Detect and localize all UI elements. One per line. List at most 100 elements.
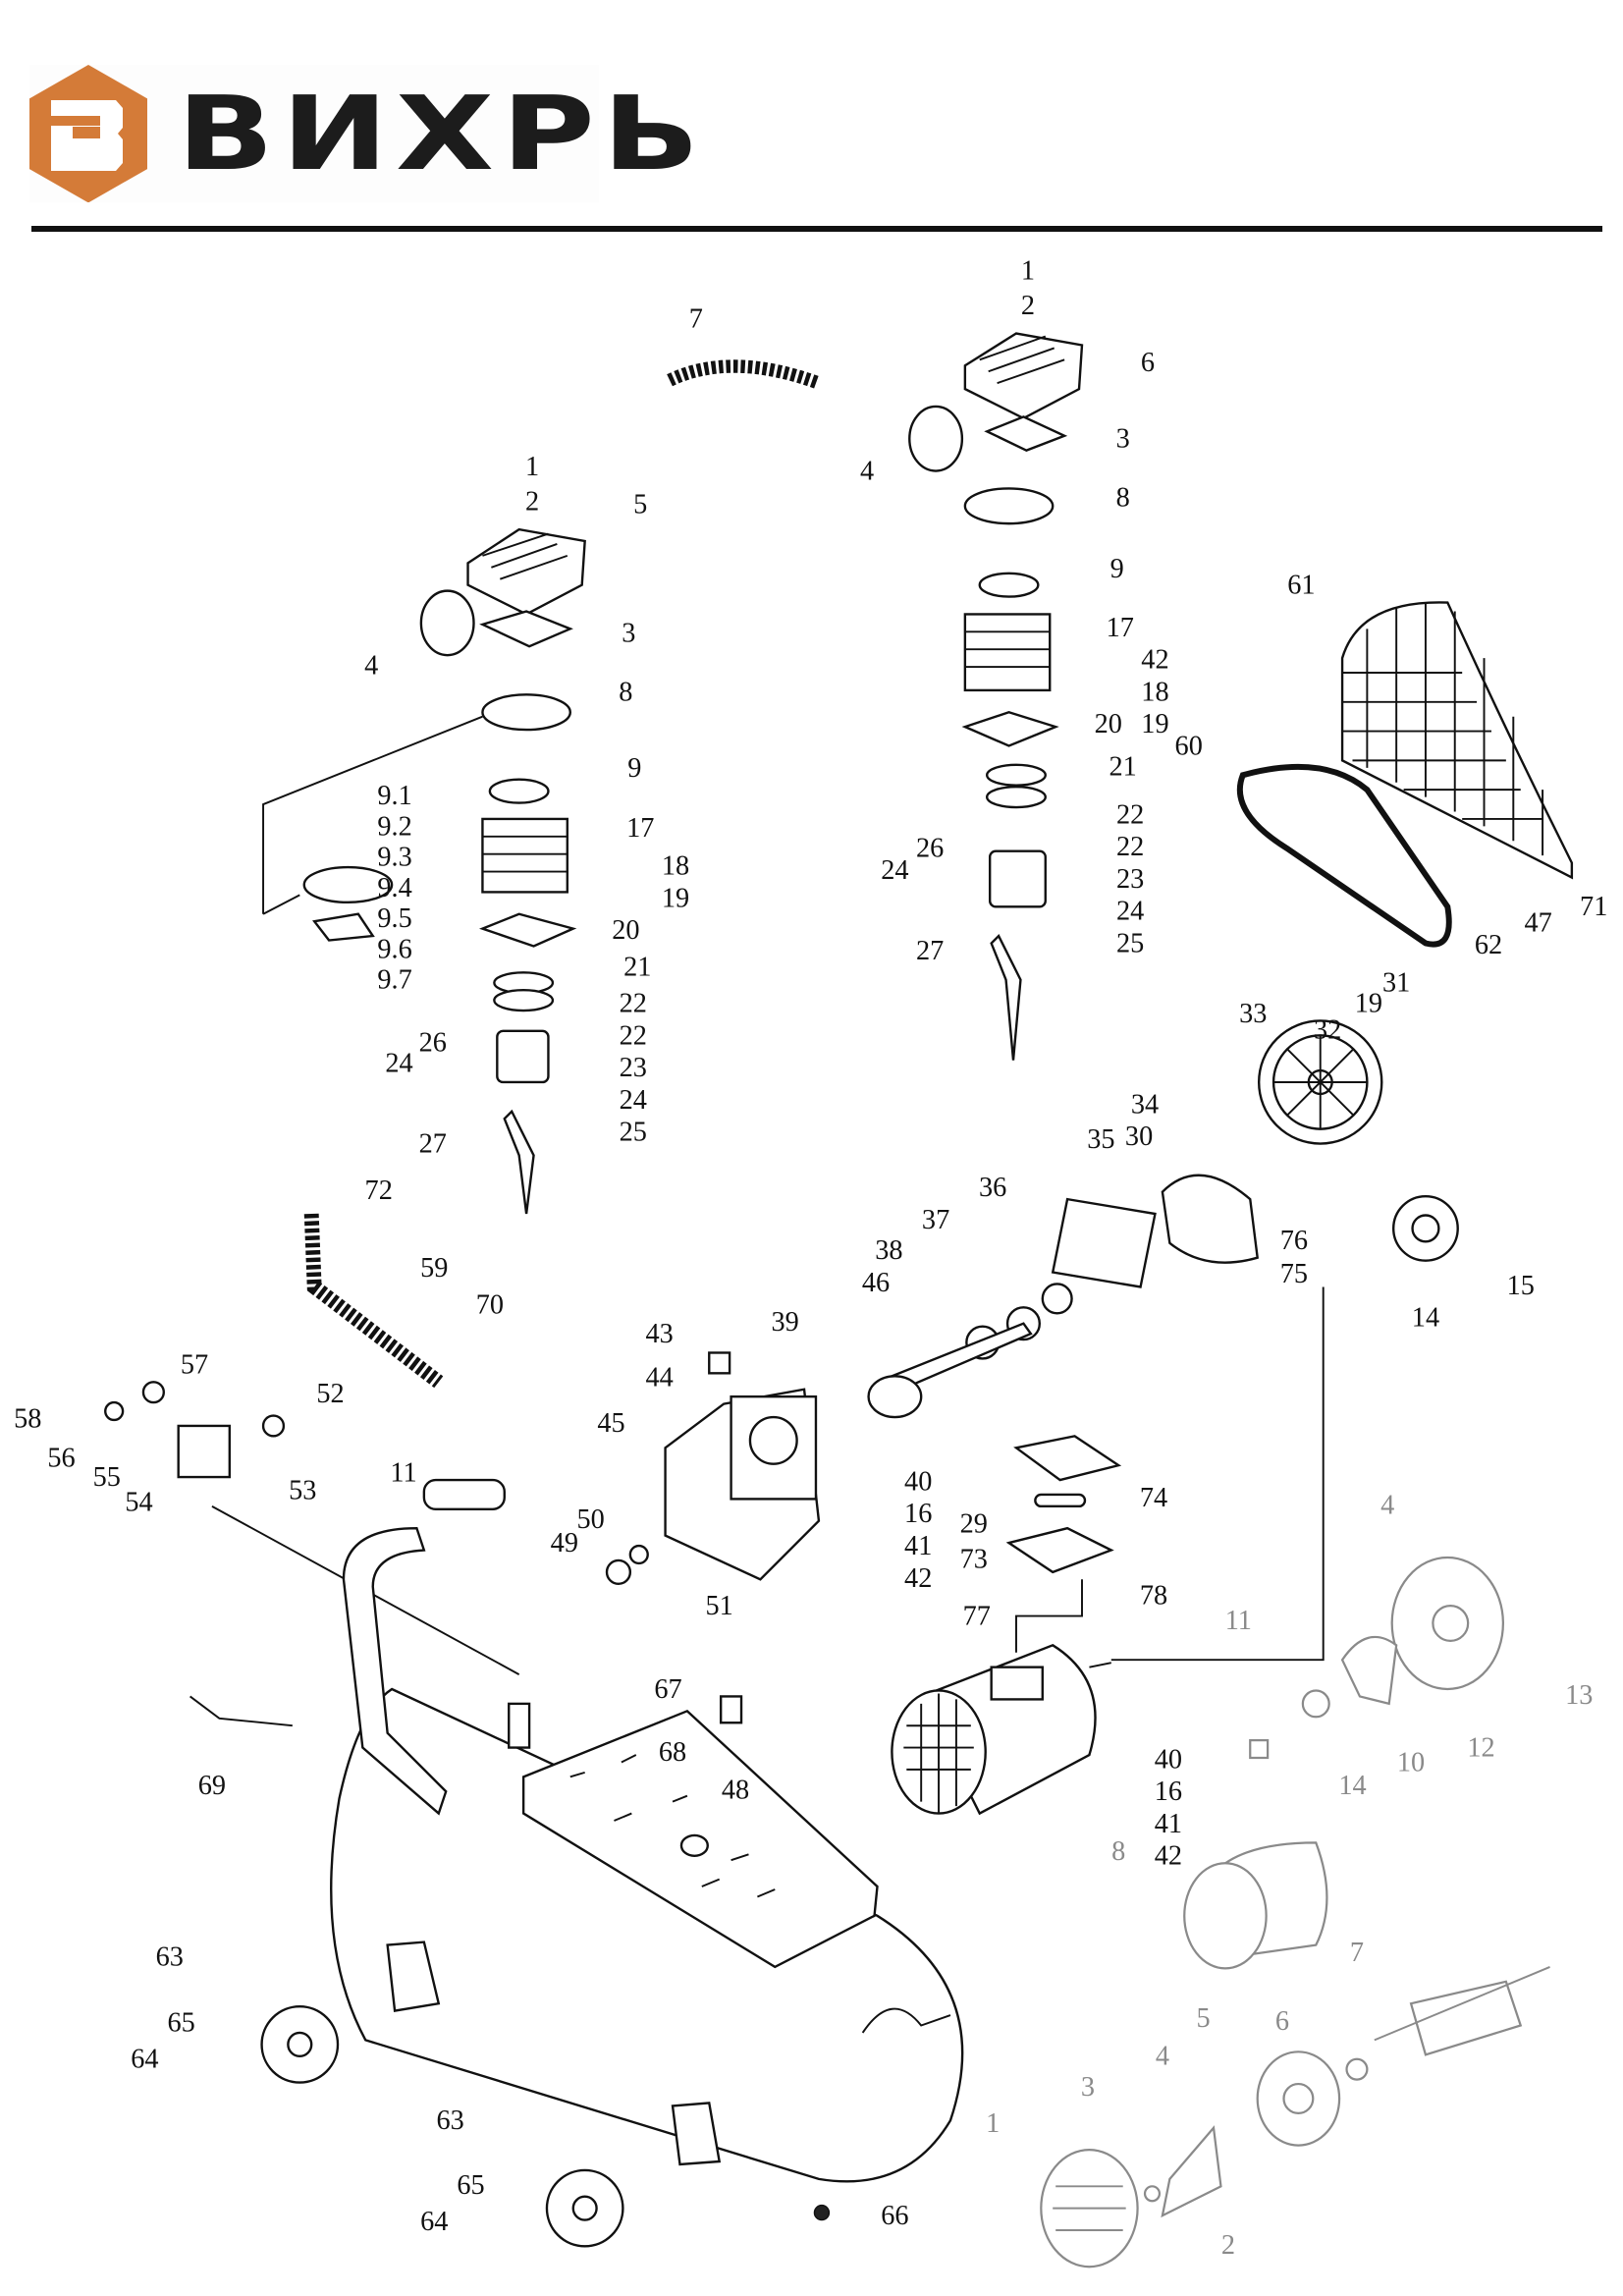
pressure-switch (104, 1381, 520, 1675)
part-number-label: 42 (1141, 645, 1168, 676)
part-number-label: 55 (93, 1462, 121, 1493)
cylinder-head-left (262, 527, 586, 1215)
electric-motor (891, 1643, 1111, 1816)
cylinder-head-right (908, 332, 1084, 1061)
part-number-label: 41 (904, 1531, 932, 1561)
part-number-label: 9.5 (377, 903, 411, 934)
part-number-label: 27 (419, 1128, 447, 1159)
part-number-label: 71 (1580, 892, 1607, 922)
air-receiver-tank (189, 1526, 964, 2248)
part-number-label: 53 (289, 1475, 316, 1505)
part-number-label: 61 (1287, 571, 1315, 601)
part-number-label: 49 (551, 1528, 578, 1558)
motor-part-number-label: 11 (1225, 1606, 1252, 1636)
part-number-label: 16 (904, 1499, 932, 1529)
part-number-label: 73 (960, 1544, 988, 1574)
part-number-label: 22 (1116, 832, 1144, 862)
part-number-label: 63 (437, 2105, 464, 2136)
part-number-label: 1 (1021, 255, 1035, 286)
part-number-label: 24 (620, 1085, 647, 1116)
part-number-label: 74 (1140, 1483, 1167, 1513)
part-number-label: 18 (1141, 677, 1168, 707)
part-number-label: 5 (633, 490, 647, 520)
part-number-label: 9.4 (377, 873, 411, 903)
motor-part-number-label: 4 (1380, 1490, 1394, 1520)
part-number-label: 19 (1141, 709, 1168, 739)
part-number-label: 35 (1087, 1124, 1114, 1155)
part-number-label: 9.3 (377, 843, 411, 873)
part-number-label: 78 (1140, 1581, 1167, 1612)
part-number-label: 27 (916, 936, 944, 966)
header-divider (31, 226, 1602, 232)
part-number-label: 22 (620, 1020, 647, 1051)
hose-part (667, 359, 822, 390)
part-number-label: 6 (1141, 348, 1155, 378)
part-number-label: 9.7 (377, 965, 411, 996)
part-number-label: 40 (904, 1466, 932, 1497)
part-number-label: 42 (1155, 1841, 1182, 1872)
part-number-label: 24 (881, 855, 908, 886)
part-number-label: 22 (620, 989, 647, 1019)
part-number-label: 68 (659, 1737, 686, 1768)
part-number-label: 8 (1116, 482, 1130, 513)
part-number-label: 62 (1475, 930, 1502, 960)
part-number-label: 29 (960, 1509, 988, 1540)
part-number-label: 52 (316, 1379, 344, 1409)
part-number-label: 44 (645, 1363, 673, 1394)
part-number-label: 25 (620, 1118, 647, 1148)
part-number-label: 3 (622, 619, 635, 649)
discharge-hose (303, 1213, 444, 1389)
part-number-label: 24 (1116, 897, 1144, 927)
part-number-label: 70 (476, 1289, 504, 1320)
part-number-label: 47 (1524, 908, 1551, 939)
motor-exploded-view (1040, 1556, 1550, 2269)
part-number-label: 22 (1116, 799, 1144, 830)
part-number-label: 69 (198, 1771, 226, 1801)
part-number-label: 30 (1125, 1121, 1153, 1152)
part-number-label: 58 (14, 1403, 41, 1434)
part-number-label: 11 (390, 1458, 416, 1489)
part-number-label: 17 (1107, 613, 1134, 643)
part-number-label: 8 (619, 677, 632, 707)
part-number-label: 64 (131, 2045, 158, 2075)
part-number-label: 21 (1109, 751, 1137, 782)
part-number-label: 9 (627, 753, 641, 784)
part-number-label: 66 (881, 2201, 908, 2231)
brand-logo: ВИХРЬ (29, 65, 699, 202)
part-number-label: 18 (662, 851, 689, 882)
motor-part-number-label: 10 (1397, 1747, 1425, 1777)
part-number-label: 41 (1155, 1809, 1182, 1839)
part-number-label: 14 (1412, 1303, 1439, 1334)
part-number-label: 26 (419, 1028, 447, 1059)
part-number-label: 60 (1175, 731, 1203, 761)
part-number-label: 9.6 (377, 934, 411, 964)
part-number-label: 16 (1155, 1777, 1182, 1807)
part-number-label: 56 (47, 1444, 75, 1474)
part-number-label: 46 (862, 1268, 890, 1298)
belt-guard (1236, 601, 1574, 948)
motor-part-number-label: 5 (1197, 2003, 1211, 2034)
part-number-label: 50 (576, 1504, 604, 1535)
part-number-label: 65 (168, 2007, 195, 2038)
part-number-label: 76 (1280, 1226, 1308, 1256)
part-number-label: 9.2 (377, 811, 411, 842)
motor-part-number-label: 6 (1275, 2006, 1289, 2037)
part-number-label: 77 (963, 1601, 991, 1631)
part-number-label: 75 (1280, 1259, 1308, 1289)
part-number-label: 26 (916, 834, 944, 864)
part-number-label: 2 (525, 487, 539, 518)
motor-part-number-label: 7 (1350, 1938, 1364, 1968)
part-number-label: 23 (620, 1053, 647, 1083)
part-number-label: 31 (1382, 968, 1410, 999)
part-number-label: 2 (1021, 291, 1035, 321)
motor-mount (1005, 1286, 1325, 1662)
motor-part-number-label: 2 (1221, 2230, 1235, 2261)
part-number-label: 7 (689, 304, 703, 335)
motor-part-number-label: 14 (1338, 1771, 1366, 1801)
part-number-label: 43 (645, 1319, 673, 1349)
logo-hexagon-icon (29, 65, 147, 202)
motor-part-number-label: 1 (986, 2108, 1000, 2139)
part-number-label: 20 (1095, 709, 1122, 739)
part-number-label: 25 (1116, 928, 1144, 958)
motor-part-number-label: 12 (1467, 1732, 1494, 1763)
